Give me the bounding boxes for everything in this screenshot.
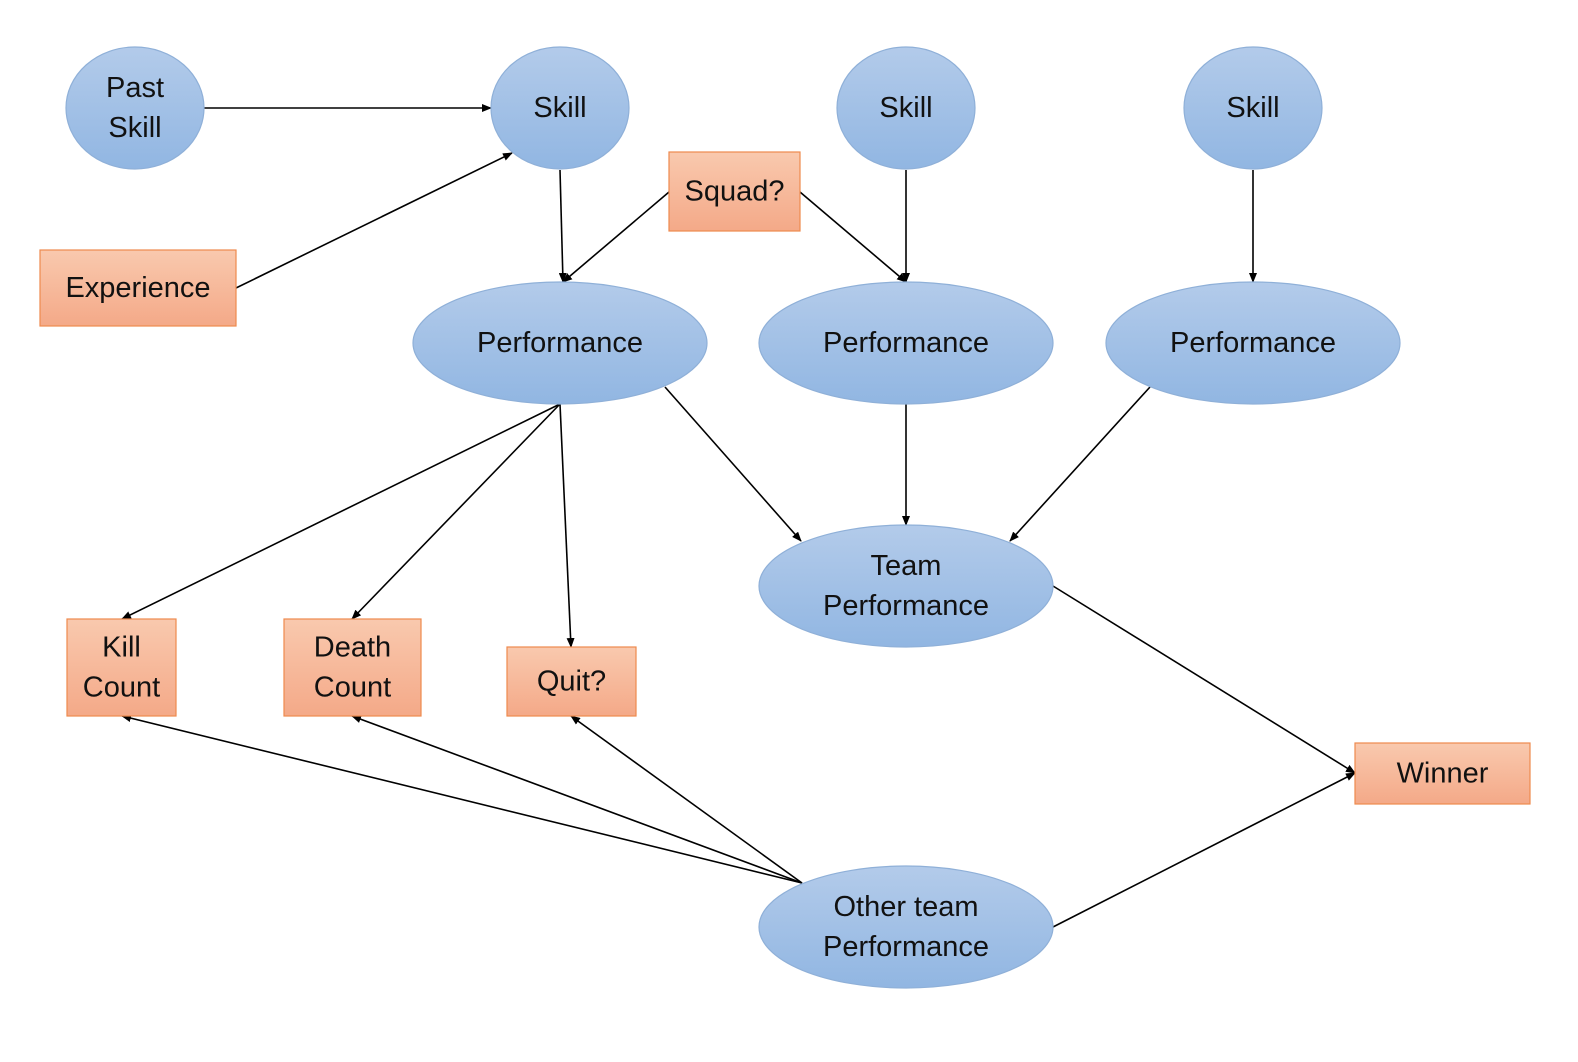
past-skill-label-line-2: Skill [108, 112, 161, 144]
other-team-performance-ellipse [758, 865, 1054, 989]
death-count-label-line-1: Death [314, 632, 391, 664]
edge-performance-3-to-team-performance [1009, 386, 1151, 542]
experience-box [39, 249, 237, 327]
edge-performance-1-to-death-count [351, 403, 561, 620]
edge-squad-to-performance-2 [799, 191, 907, 283]
edge-other-team-performance-to-quit [570, 715, 803, 884]
skill-3-label-line-1: Skill [1226, 92, 1279, 124]
past-skill-ellipse [65, 46, 205, 170]
edge-performance-1-to-quit [559, 403, 575, 648]
edges [121, 104, 1356, 928]
experience-label-line-1: Experience [65, 272, 210, 304]
past-skill-label-line-1: Past [106, 72, 164, 104]
quit-label-line-1: Quit? [537, 666, 606, 698]
squad-box [668, 151, 801, 232]
performance-2-ellipse [758, 281, 1054, 405]
skill-2-ellipse [836, 46, 976, 170]
winner-box [1354, 742, 1531, 805]
death-count-box [283, 618, 422, 717]
edge-performance-1-to-kill-count [121, 403, 561, 620]
performance-1-label-line-1: Performance [477, 327, 643, 359]
node-performance-3: Performance [1105, 281, 1401, 405]
node-skill-1: Skill [490, 46, 630, 170]
node-experience: Experience [39, 249, 237, 327]
squad-label-line-1: Squad? [685, 176, 785, 208]
performance-2-label-line-1: Performance [823, 327, 989, 359]
edge-team-performance-to-winner [1052, 585, 1356, 774]
edge-other-team-performance-to-death-count [351, 715, 803, 884]
node-winner: Winner [1354, 742, 1531, 805]
death-count-label-line-2: Count [314, 672, 391, 704]
performance-1-ellipse [412, 281, 708, 405]
edge-other-team-performance-to-winner [1052, 772, 1356, 928]
edge-other-team-performance-to-kill-count [121, 714, 803, 884]
skill-3-ellipse [1183, 46, 1323, 170]
kill-count-label-line-2: Count [83, 672, 160, 704]
team-performance-label-line-2: Performance [823, 590, 989, 622]
performance-3-label-line-1: Performance [1170, 327, 1336, 359]
team-performance-ellipse [758, 524, 1054, 648]
node-skill-3: Skill [1183, 46, 1323, 170]
kill-count-box [66, 618, 177, 717]
quit-box [506, 646, 637, 717]
kill-count-label-line-1: Kill [102, 632, 141, 664]
performance-3-ellipse [1105, 281, 1401, 405]
skill-1-label-line-1: Skill [533, 92, 586, 124]
node-performance-2: Performance [758, 281, 1054, 405]
node-skill-2: Skill [836, 46, 976, 170]
skill-2-label-line-1: Skill [879, 92, 932, 124]
edge-performance-1-to-team-performance [664, 386, 802, 542]
node-squad: Squad? [668, 151, 801, 232]
edge-skill-1-to-performance-1 [558, 169, 567, 283]
team-performance-label-line-1: Team [871, 550, 942, 582]
other-team-performance-label-line-1: Other team [833, 891, 978, 923]
edge-experience-to-skill-1 [235, 152, 513, 289]
edge-squad-to-performance-1 [562, 191, 670, 283]
node-quit: Quit? [506, 646, 637, 717]
winner-label-line-1: Winner [1397, 758, 1489, 790]
skill-1-ellipse [490, 46, 630, 170]
node-performance-1: Performance [412, 281, 708, 405]
other-team-performance-label-line-2: Performance [823, 931, 989, 963]
